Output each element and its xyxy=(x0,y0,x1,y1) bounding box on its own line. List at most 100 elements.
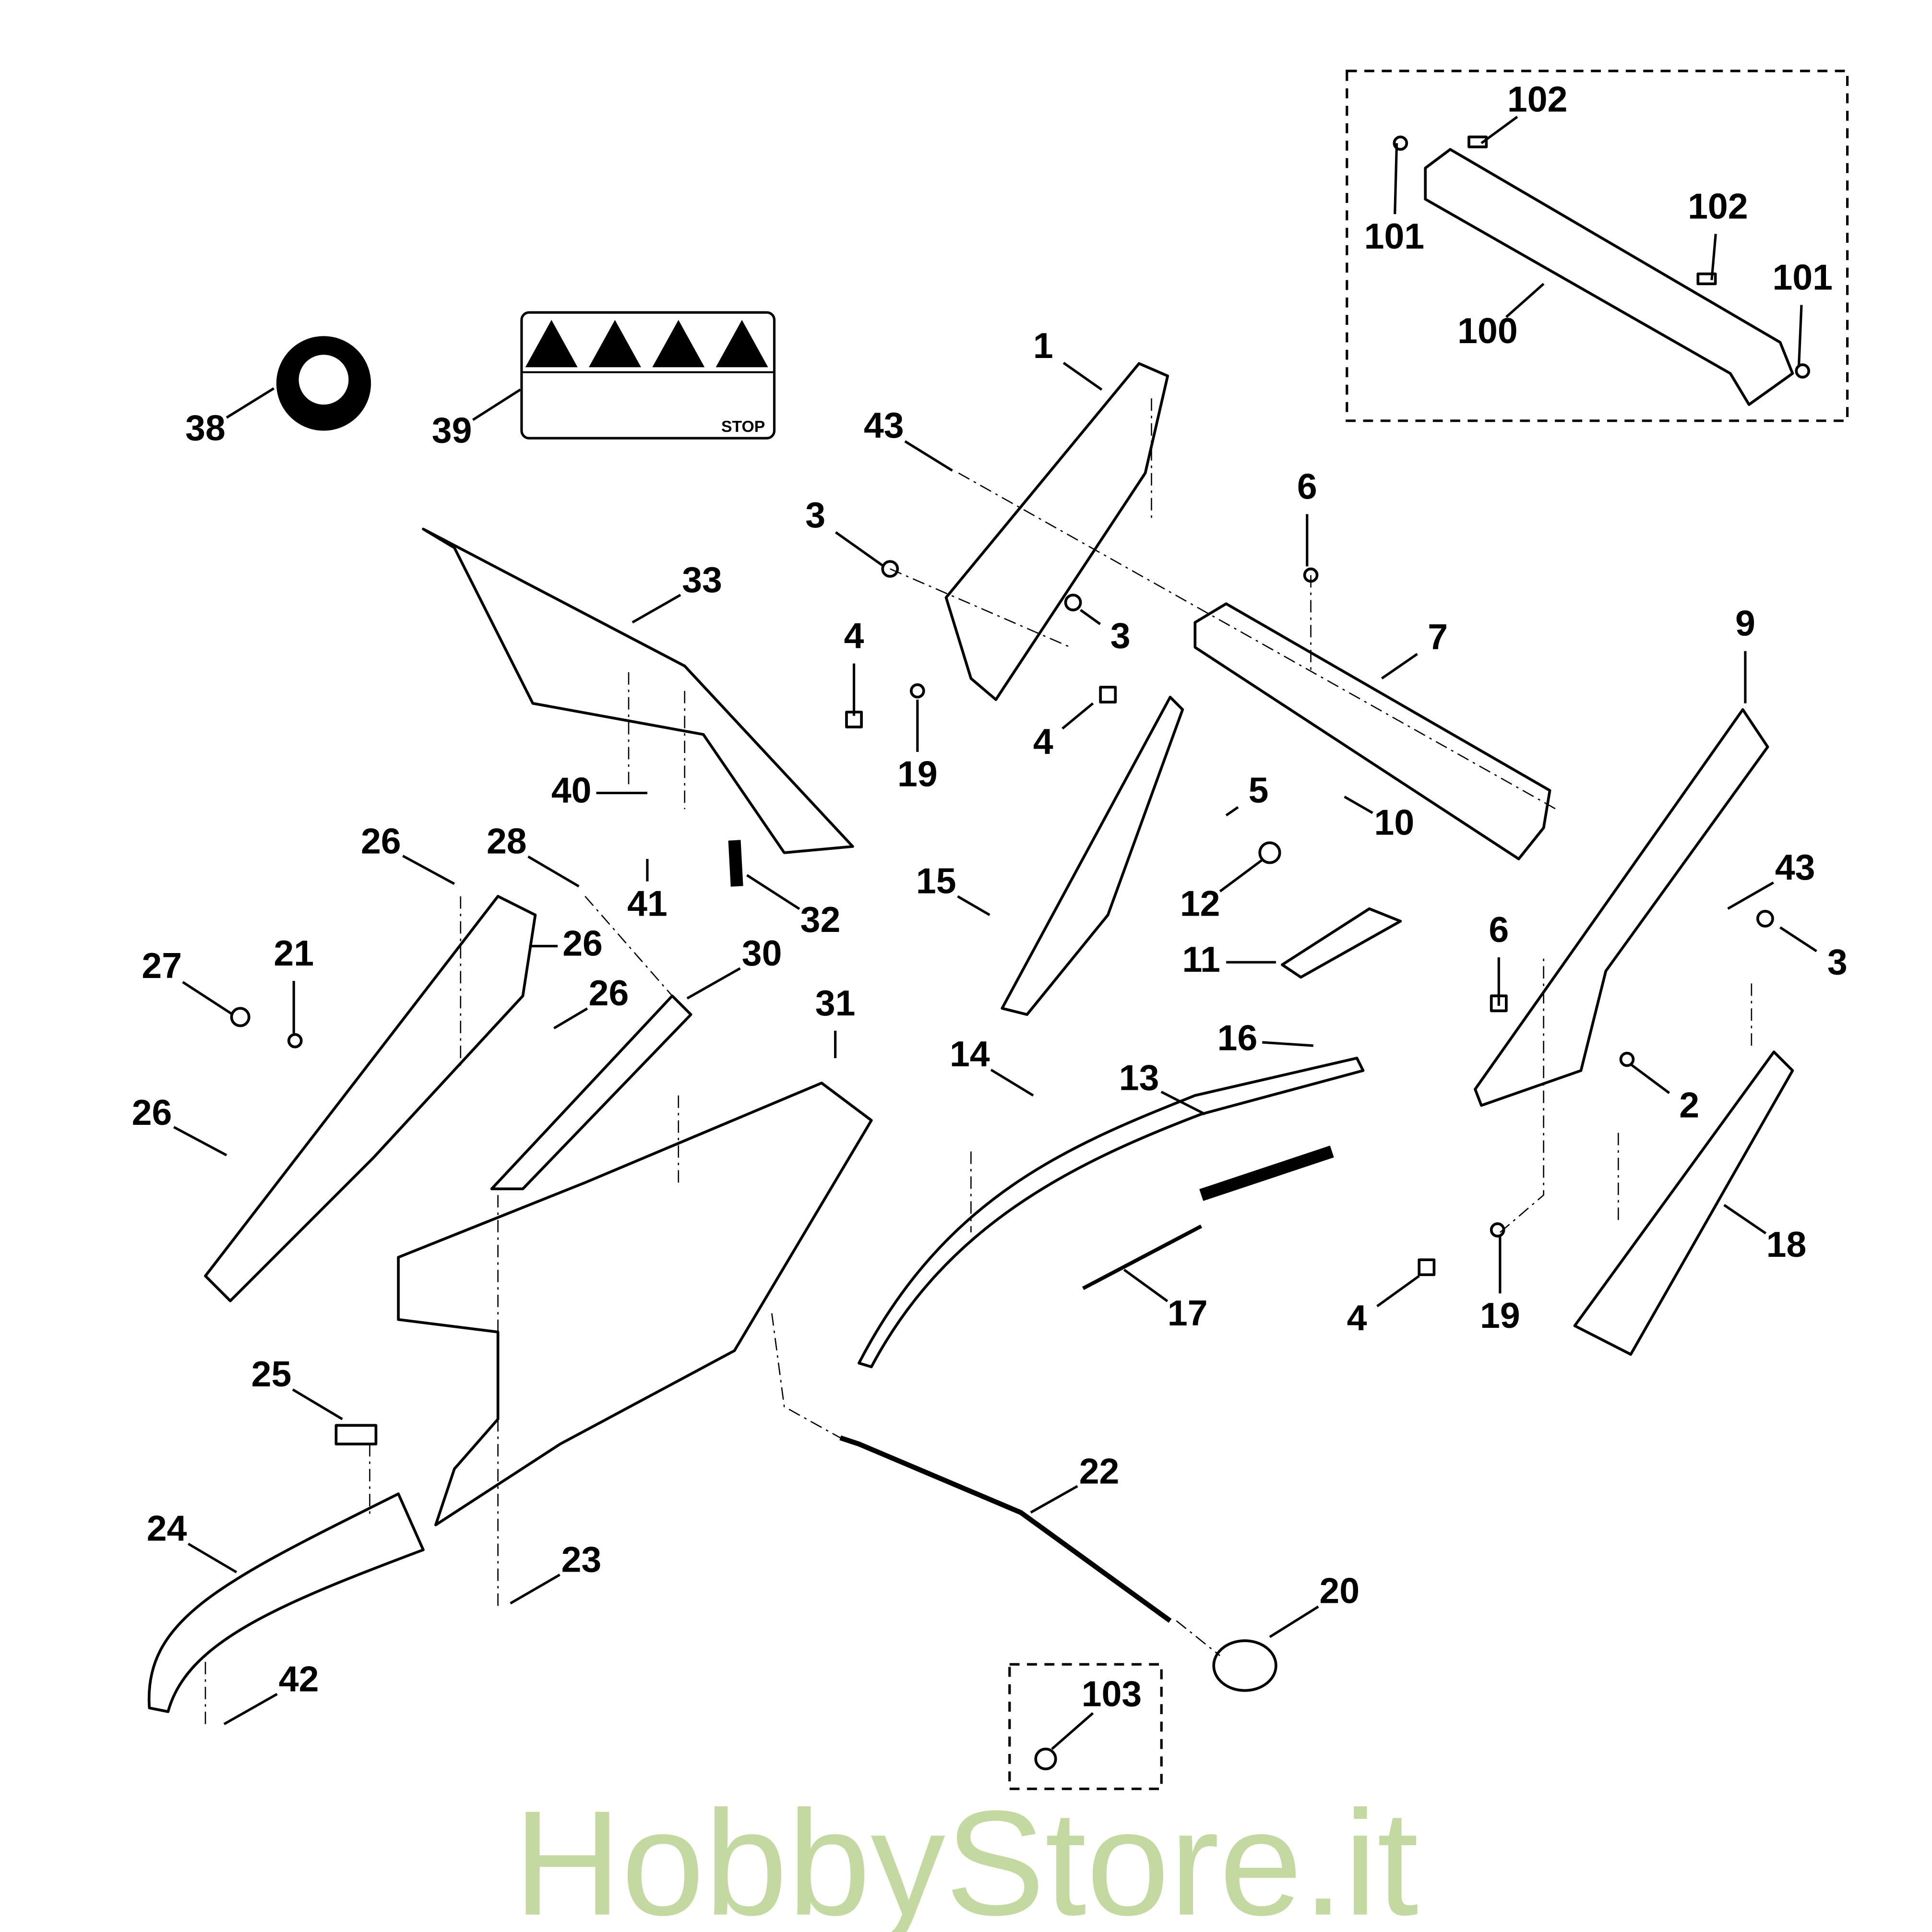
stop-text: STOP xyxy=(721,417,765,436)
callout-4: 4 xyxy=(844,616,864,656)
part-22-rod xyxy=(839,1435,1172,1623)
callout-24: 24 xyxy=(147,1508,187,1549)
part-13-rod xyxy=(858,1057,1365,1369)
head-icon xyxy=(298,355,349,405)
callout-17: 17 xyxy=(1168,1293,1208,1333)
leader-line xyxy=(1080,608,1101,625)
leader-line xyxy=(904,440,953,472)
part-15-bracket xyxy=(1001,695,1184,1016)
callout-3: 3 xyxy=(1110,616,1131,656)
callout-16: 16 xyxy=(1217,1018,1258,1058)
leader-line xyxy=(223,1693,278,1726)
callout-11: 11 xyxy=(1182,939,1221,979)
warning-triangle-icon xyxy=(588,320,641,368)
part-left-cover xyxy=(204,894,537,1302)
part-100-rail xyxy=(1424,148,1794,406)
callout-32: 32 xyxy=(800,899,841,940)
callout-101: 101 xyxy=(1364,216,1424,256)
leader-line xyxy=(182,981,234,1016)
callout-26: 26 xyxy=(361,821,401,861)
part-32-spring xyxy=(728,840,743,887)
callout-40: 40 xyxy=(551,770,592,810)
leader-line xyxy=(957,895,990,916)
callout-12: 12 xyxy=(1180,883,1220,923)
leader-line xyxy=(226,387,275,419)
leader-line xyxy=(632,594,681,624)
callout-1: 1 xyxy=(1033,325,1053,366)
warning-triangle-icon xyxy=(716,320,768,368)
callout-26: 26 xyxy=(562,923,603,963)
part-33-upper-cover xyxy=(422,527,854,854)
leader-line xyxy=(835,531,885,568)
leader-line xyxy=(187,1542,238,1574)
callout-31: 31 xyxy=(815,983,856,1023)
callout-28: 28 xyxy=(487,821,527,861)
part-17-spring xyxy=(1199,1145,1334,1201)
leader-line xyxy=(1219,858,1264,893)
callout-2: 2 xyxy=(1679,1085,1699,1125)
callout-5: 5 xyxy=(1249,770,1269,810)
callout-19: 19 xyxy=(1480,1295,1520,1336)
part-103-washer xyxy=(1034,1747,1057,1771)
callout-102: 102 xyxy=(1688,186,1748,227)
leader-line xyxy=(1727,881,1774,910)
callout-21: 21 xyxy=(274,933,314,973)
callout-39: 39 xyxy=(432,410,472,451)
callout-9: 9 xyxy=(1735,603,1755,644)
part-31-housing xyxy=(397,1081,873,1527)
leader-line xyxy=(527,855,580,888)
warning-triangle-icon xyxy=(652,320,705,368)
leader-line xyxy=(1710,234,1717,280)
leader-line xyxy=(1344,795,1373,814)
callout-43: 43 xyxy=(1775,847,1815,887)
leader-line xyxy=(1061,702,1094,730)
part-17-hook xyxy=(1082,1224,1203,1290)
leader-line xyxy=(1480,116,1518,144)
callout-3: 3 xyxy=(1827,942,1848,982)
callout-10: 10 xyxy=(1374,802,1415,843)
leader-line xyxy=(553,1007,588,1029)
part-7-rail xyxy=(1193,602,1551,860)
callout-38: 38 xyxy=(185,407,226,448)
leader-line xyxy=(1723,1204,1767,1235)
callout-41: 41 xyxy=(627,883,668,923)
leader-line xyxy=(1630,1063,1670,1094)
callout-22: 22 xyxy=(1079,1451,1120,1491)
callout-33: 33 xyxy=(682,560,722,600)
part-30-lever xyxy=(490,994,692,1191)
leader-line xyxy=(1030,1485,1078,1514)
callout-6: 6 xyxy=(1489,909,1509,950)
leader-line xyxy=(292,1388,343,1420)
callout-18: 18 xyxy=(1766,1224,1807,1264)
callout-4: 4 xyxy=(1033,721,1053,762)
part-25-clip xyxy=(334,1424,378,1445)
assembly-lines xyxy=(204,398,1753,1724)
kit-box-103 xyxy=(1008,1663,1163,1790)
callout-13: 13 xyxy=(1119,1058,1159,1098)
leader-line xyxy=(746,874,800,910)
leader-line xyxy=(1779,926,1817,953)
callout-26: 26 xyxy=(589,973,629,1013)
callout-15: 15 xyxy=(916,861,956,901)
callout-25: 25 xyxy=(251,1354,292,1394)
callout-26: 26 xyxy=(132,1092,172,1133)
callout-27: 27 xyxy=(142,945,182,986)
callout-102: 102 xyxy=(1507,79,1568,119)
part-1-side-plate xyxy=(944,362,1169,701)
part-9-side-plate xyxy=(1474,708,1769,1107)
callout-23: 23 xyxy=(561,1539,602,1579)
callout-7: 7 xyxy=(1428,617,1448,657)
callout-20: 20 xyxy=(1319,1570,1360,1610)
watermark: HobbyStore.it xyxy=(513,1779,1419,1932)
callout-3: 3 xyxy=(805,495,825,535)
part-39-warning-sticker: STOP xyxy=(520,311,776,440)
part-24-grip xyxy=(147,1492,425,1713)
leader-line xyxy=(1797,305,1803,368)
callout-43: 43 xyxy=(864,405,904,445)
leader-line xyxy=(1394,143,1398,215)
leader-line xyxy=(1123,1268,1169,1302)
callout-100: 100 xyxy=(1457,310,1517,351)
callout-42: 42 xyxy=(279,1658,319,1699)
